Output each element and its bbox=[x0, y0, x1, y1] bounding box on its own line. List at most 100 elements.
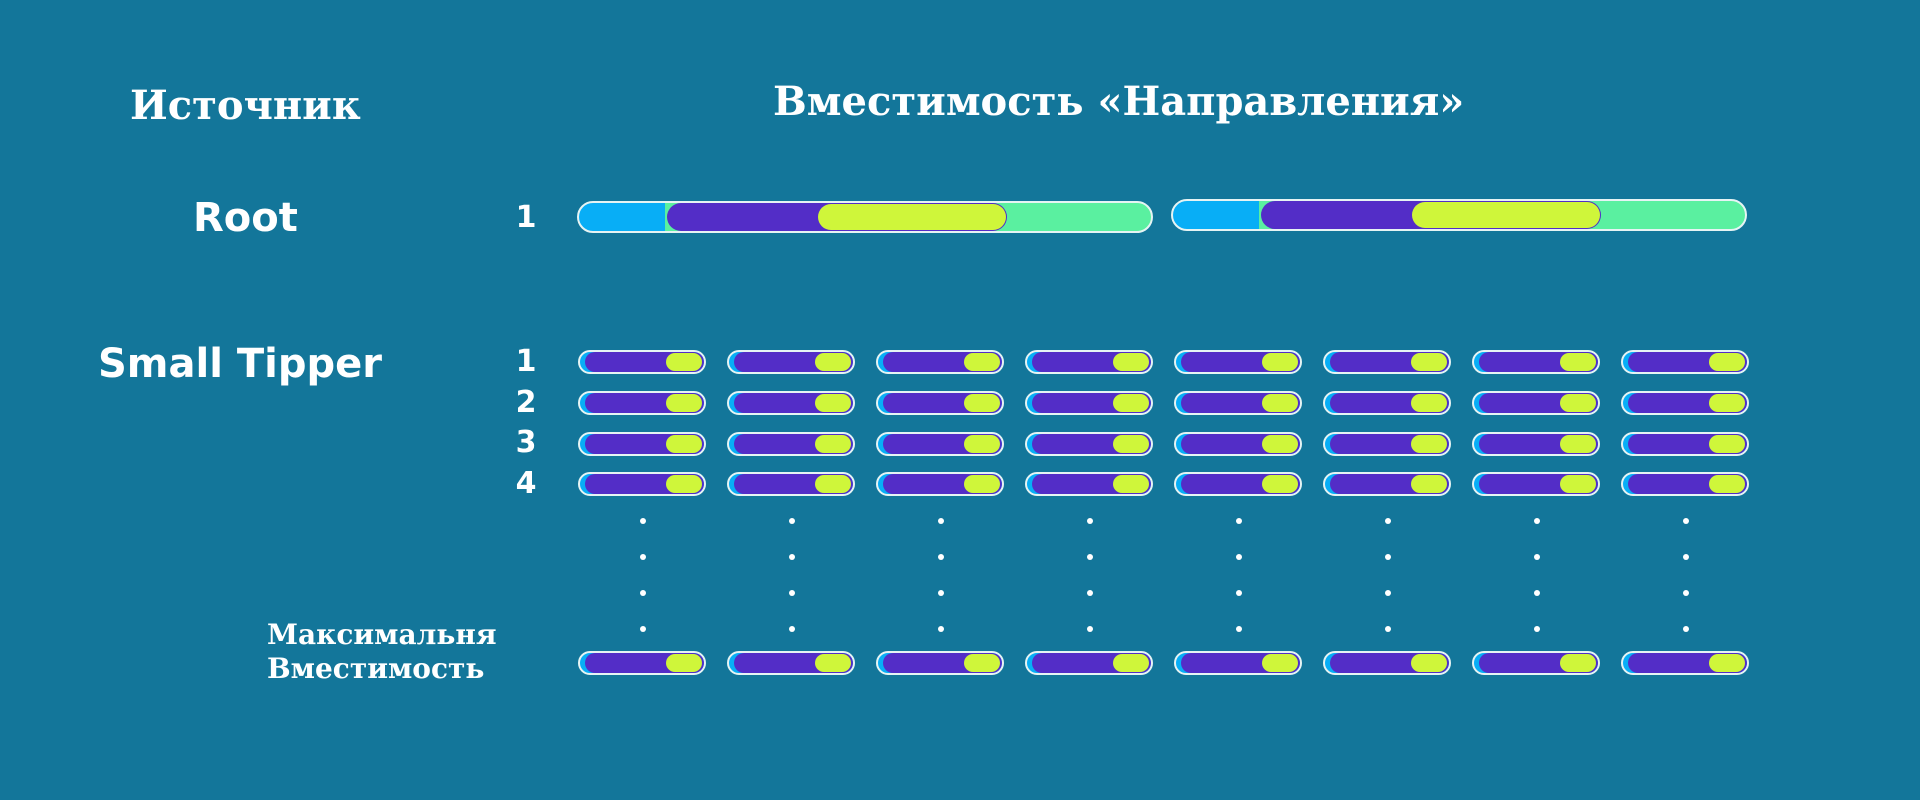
ellipsis-dot bbox=[1236, 590, 1242, 596]
bar-lime-segment bbox=[1262, 394, 1298, 412]
small-tipper-bar bbox=[1621, 350, 1749, 374]
ellipsis-dot bbox=[938, 518, 944, 524]
small-tipper-bar bbox=[1025, 391, 1153, 415]
ellipsis-dot bbox=[640, 554, 646, 560]
ellipsis-dot bbox=[640, 626, 646, 632]
bar-lime-segment bbox=[1560, 654, 1596, 672]
small-tipper-bar bbox=[876, 350, 1004, 374]
root-label: Root bbox=[193, 195, 298, 241]
bar-lime-segment bbox=[666, 394, 702, 412]
small-tipper-bar bbox=[1025, 350, 1153, 374]
ellipsis-dot bbox=[1087, 626, 1093, 632]
ellipsis-dot bbox=[640, 590, 646, 596]
ellipsis-dot bbox=[789, 626, 795, 632]
max-capacity-bar bbox=[1621, 651, 1749, 675]
bar-lime-segment bbox=[1262, 435, 1298, 453]
small-tipper-bar bbox=[876, 391, 1004, 415]
small-tipper-bar bbox=[1323, 472, 1451, 496]
bar-lime-segment bbox=[666, 435, 702, 453]
small-tipper-bar bbox=[1472, 432, 1600, 456]
max-capacity-bar bbox=[727, 651, 855, 675]
max-capacity-bar bbox=[1323, 651, 1451, 675]
small-tipper-bar bbox=[1025, 472, 1153, 496]
small-tipper-bar bbox=[1621, 472, 1749, 496]
bar-lime-segment bbox=[964, 654, 1000, 672]
bar-lime-segment bbox=[1560, 475, 1596, 493]
bar-lime-segment bbox=[1113, 394, 1149, 412]
ellipsis-dot bbox=[1534, 518, 1540, 524]
bar-lime-segment bbox=[666, 353, 702, 371]
small-tipper-label: Small Tipper bbox=[98, 341, 382, 387]
bar-lime-segment bbox=[1709, 394, 1745, 412]
small-tipper-row-number-1: 1 bbox=[515, 344, 537, 379]
bar-lime-segment bbox=[1709, 435, 1745, 453]
small-tipper-bar bbox=[1472, 350, 1600, 374]
small-tipper-bar bbox=[1323, 391, 1451, 415]
bar-lime-segment bbox=[1113, 435, 1149, 453]
bar-lime-segment bbox=[815, 654, 851, 672]
small-tipper-bar bbox=[876, 432, 1004, 456]
bar-lime-segment bbox=[964, 435, 1000, 453]
small-tipper-row-number-3: 3 bbox=[515, 425, 537, 460]
small-tipper-bar bbox=[727, 391, 855, 415]
bar-lime-segment bbox=[1411, 394, 1447, 412]
ellipsis-dot bbox=[1534, 590, 1540, 596]
bar-lime-segment bbox=[1411, 435, 1447, 453]
bar-lime-segment bbox=[815, 435, 851, 453]
ellipsis-dot bbox=[1683, 626, 1689, 632]
max-capacity-label-line2: Вместимость bbox=[267, 651, 485, 685]
ellipsis-dot bbox=[640, 518, 646, 524]
ellipsis-dot bbox=[789, 554, 795, 560]
bar-lime-segment bbox=[818, 204, 1006, 230]
ellipsis-dot bbox=[938, 590, 944, 596]
ellipsis-dot bbox=[789, 518, 795, 524]
max-capacity-bar bbox=[1472, 651, 1600, 675]
ellipsis-dot bbox=[1385, 554, 1391, 560]
max-capacity-bar bbox=[1025, 651, 1153, 675]
bar-lime-segment bbox=[1560, 435, 1596, 453]
small-tipper-bar bbox=[1174, 432, 1302, 456]
bar-lime-segment bbox=[964, 475, 1000, 493]
ellipsis-dot bbox=[938, 554, 944, 560]
root-capacity-bar-1 bbox=[577, 201, 1153, 233]
ellipsis-dot bbox=[1683, 554, 1689, 560]
bar-lime-segment bbox=[1411, 353, 1447, 371]
ellipsis-dot bbox=[1385, 590, 1391, 596]
bar-lime-segment bbox=[1412, 202, 1600, 228]
ellipsis-dot bbox=[1534, 554, 1540, 560]
small-tipper-bar bbox=[1323, 432, 1451, 456]
ellipsis-dot bbox=[1087, 518, 1093, 524]
small-tipper-bar bbox=[1323, 350, 1451, 374]
small-tipper-row-number-2: 2 bbox=[515, 385, 537, 420]
root-capacity-bar-2 bbox=[1171, 199, 1747, 231]
ellipsis-dot bbox=[1087, 554, 1093, 560]
bar-lime-segment bbox=[815, 475, 851, 493]
ellipsis-dot bbox=[1534, 626, 1540, 632]
max-capacity-bar bbox=[578, 651, 706, 675]
source-column-title: Источник bbox=[130, 82, 361, 129]
small-tipper-bar bbox=[1025, 432, 1153, 456]
small-tipper-row-number-4: 4 bbox=[515, 466, 537, 501]
small-tipper-bar bbox=[876, 472, 1004, 496]
ellipsis-dot bbox=[1087, 590, 1093, 596]
bar-lime-segment bbox=[964, 353, 1000, 371]
small-tipper-bar bbox=[727, 350, 855, 374]
ellipsis-dot bbox=[1236, 554, 1242, 560]
bar-lime-segment bbox=[964, 394, 1000, 412]
bar-lime-segment bbox=[1113, 353, 1149, 371]
bar-lime-segment bbox=[1709, 353, 1745, 371]
small-tipper-bar bbox=[578, 391, 706, 415]
bar-lime-segment bbox=[1262, 654, 1298, 672]
bar-lime-segment bbox=[1709, 654, 1745, 672]
small-tipper-bar bbox=[1472, 391, 1600, 415]
ellipsis-dot bbox=[1236, 626, 1242, 632]
bar-lime-segment bbox=[815, 353, 851, 371]
ellipsis-dot bbox=[789, 590, 795, 596]
bar-lime-segment bbox=[1411, 654, 1447, 672]
small-tipper-bar bbox=[727, 432, 855, 456]
ellipsis-dot bbox=[1385, 626, 1391, 632]
bar-lime-segment bbox=[1262, 475, 1298, 493]
bar-lime-segment bbox=[666, 475, 702, 493]
bar-lime-segment bbox=[815, 394, 851, 412]
ellipsis-dot bbox=[1385, 518, 1391, 524]
